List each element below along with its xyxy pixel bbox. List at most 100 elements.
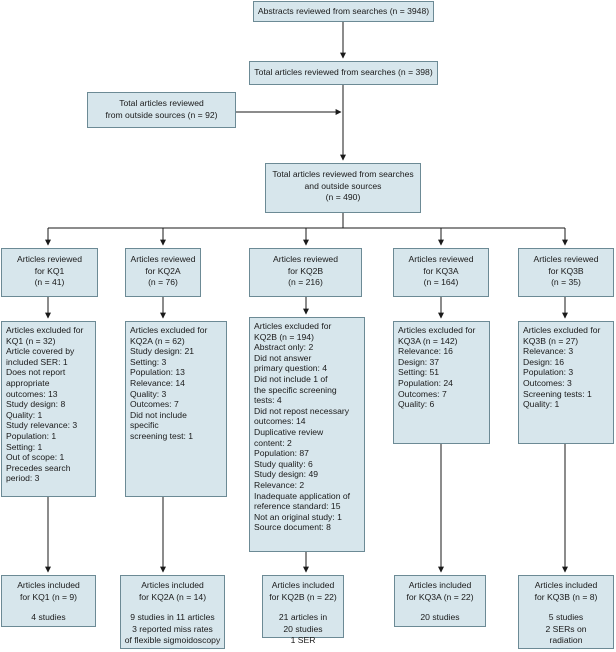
excluded-line: Did not include	[130, 409, 187, 420]
included-line	[2, 603, 95, 612]
excluded-line: Study relevance: 3	[6, 420, 78, 431]
excluded-line: KQ1 (n = 32)	[6, 335, 56, 346]
included-line: 20 studies	[420, 612, 460, 622]
excluded-line: Population: 13	[130, 367, 185, 378]
reviewed-line: for KQ2B	[287, 265, 324, 276]
excluded-line: Population: 1	[6, 430, 57, 441]
excluded-line: Relevance: 3	[523, 346, 574, 357]
reviewed-line: Articles reviewed	[273, 254, 338, 264]
excluded-line: Outcomes: 3	[523, 377, 572, 388]
excluded-line: Articles excluded for	[130, 325, 208, 335]
excluded-line: Quality: 1	[6, 409, 43, 420]
excluded-line: Did not answer	[254, 352, 312, 363]
included-line: of flexible sigmoidoscopy	[124, 635, 221, 645]
excluded-line: Outcomes: 7	[130, 399, 179, 410]
reviewed-line: (n = 216)	[288, 277, 323, 287]
excluded-line: Article covered by	[6, 346, 75, 357]
excluded-line: included SER: 1	[6, 356, 68, 367]
reviewed-line: Articles reviewed	[130, 254, 196, 264]
excluded-line: Population: 87	[254, 448, 309, 459]
excluded-line: Design: 16	[523, 356, 565, 367]
excluded-line: outcomes: 13	[6, 388, 58, 399]
excluded-line: Population: 3	[523, 367, 574, 378]
excluded-line: Out of scope: 1	[6, 452, 65, 463]
combined-total-box: Total articles reviewed from searches an…	[265, 163, 421, 213]
excluded-line: Does not report	[6, 367, 66, 378]
included-line: Articles included	[271, 580, 335, 590]
reviewed-line: (n = 164)	[423, 277, 459, 287]
included-line: for KQ3B (n = 8)	[534, 591, 598, 602]
excluded-line: Quality: 3	[130, 388, 167, 399]
included-line: 2 SERs on	[545, 623, 587, 634]
included-line	[263, 603, 343, 612]
included-line: 21 articles in	[278, 612, 328, 622]
excluded-line: Study quality: 6	[254, 458, 313, 469]
excluded-line: the specific screening	[254, 384, 337, 395]
excluded-line: tests: 4	[254, 395, 282, 406]
excluded-line: Setting: 3	[130, 356, 167, 367]
excluded-line: KQ3B (n = 27)	[523, 335, 579, 346]
total-searches-box: Total articles reviewed from searches (n…	[249, 61, 438, 85]
included-line	[121, 603, 224, 612]
reviewed-line: Articles reviewed	[533, 254, 599, 264]
excluded-line: primary question: 4	[254, 363, 328, 374]
excluded-line: Population: 24	[398, 377, 453, 388]
excluded-line: Study design: 8	[6, 399, 66, 410]
included-line: for KQ1 (n = 9)	[19, 591, 78, 602]
included-line: Articles included	[408, 580, 472, 590]
included-line: Articles included	[534, 580, 598, 590]
excluded-line: Precedes search	[6, 462, 71, 473]
excluded-line: Relevance: 14	[130, 377, 185, 388]
abstracts-box: Abstracts reviewed from searches (n = 39…	[253, 1, 434, 22]
excluded-line: Relevance: 16	[398, 346, 453, 357]
reviewed-line: for KQ1	[34, 265, 65, 276]
included-line: 5 studies	[548, 612, 584, 622]
reviewed-line: for KQ3A	[423, 265, 459, 276]
excluded-line: KQ2A (n = 62)	[130, 335, 185, 346]
excluded-line: outcomes: 14	[254, 416, 306, 427]
outside-sources-box: Total articles reviewed from outside sou…	[87, 92, 236, 128]
reviewed-line: (n = 76)	[148, 277, 178, 287]
excluded-line: Articles excluded for	[398, 325, 476, 335]
included-line: radiation	[549, 635, 583, 645]
included-line: 20 studies	[283, 623, 323, 634]
excluded-line: Study design: 21	[130, 346, 195, 357]
included-line	[395, 603, 485, 612]
included-line: for KQ2B (n = 22)	[269, 591, 337, 602]
included-line	[519, 603, 613, 612]
reviewed-line: Articles reviewed	[408, 254, 474, 264]
excluded-line: Design: 37	[398, 356, 440, 367]
included-line: Articles included	[141, 580, 204, 590]
excluded-line: Quality: 6	[398, 399, 435, 410]
excluded-line: Inadequate application of	[254, 490, 351, 501]
excluded-line: Outcomes: 7	[398, 388, 447, 399]
reviewed-line: (n = 41)	[34, 277, 65, 287]
excluded-line: Source document: 8	[254, 522, 331, 533]
excluded-line: KQ2B (n = 194)	[254, 331, 314, 342]
excluded-line: Articles excluded for	[6, 325, 84, 335]
reviewed-line: for KQ3B	[548, 265, 584, 276]
excluded-line: screening test: 1	[130, 430, 194, 441]
excluded-line: Quality: 1	[523, 399, 560, 410]
excluded-line: specific	[130, 420, 159, 431]
excluded-line: period: 3	[6, 473, 40, 484]
excluded-line: Articles excluded for	[254, 321, 332, 331]
included-line: Articles included	[17, 580, 80, 590]
excluded-line: Screening tests: 1	[523, 388, 592, 399]
excluded-line: Setting: 1	[6, 441, 43, 452]
excluded-line: Not an original study: 1	[254, 511, 342, 522]
excluded-line: Abstract only: 2	[254, 342, 314, 353]
excluded-line: appropriate	[6, 377, 50, 388]
excluded-line: Articles excluded for	[523, 325, 601, 335]
